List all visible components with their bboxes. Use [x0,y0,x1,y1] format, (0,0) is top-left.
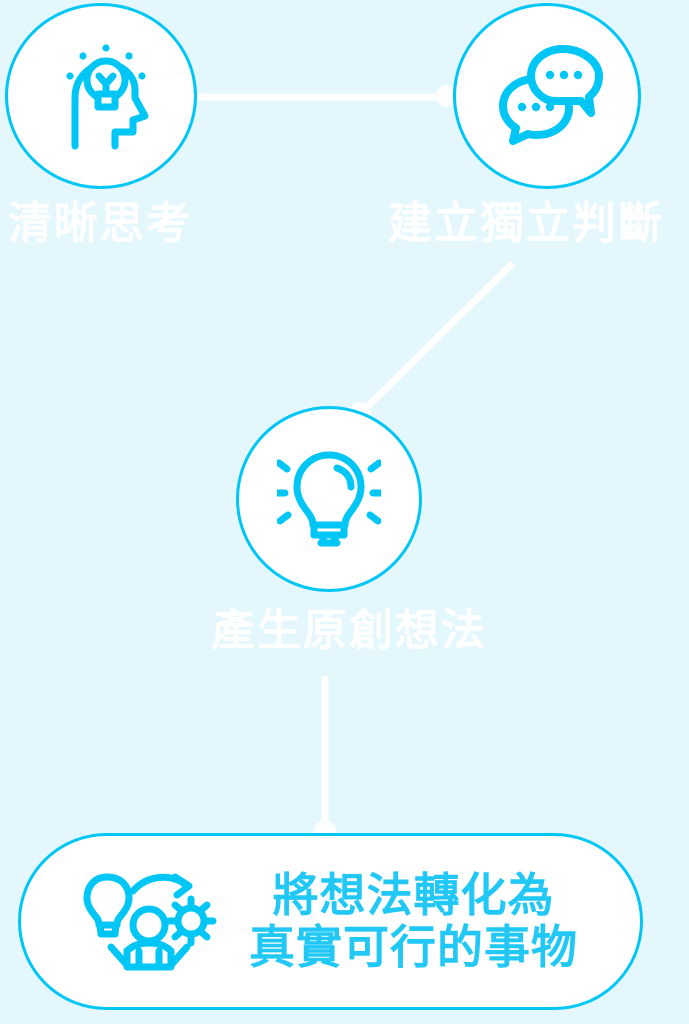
connector-idea-to-outcome [314,676,336,842]
speech-bubbles-icon [499,45,603,145]
node-independent-judgement[interactable] [453,3,641,189]
lightbulb-rays-icon [277,451,381,547]
connector-judge-to-idea [349,260,516,424]
outcome-line-1: 將想法轉化為 [272,867,555,922]
connector-think-to-judge [192,85,458,107]
outcome-line-2: 真實可行的事物 [249,919,578,974]
node-label-make-real: 將想法轉化為 真實可行的事物 [249,867,578,974]
person-bulb-gear-icon [83,873,217,970]
node-clear-thinking[interactable] [5,3,197,189]
node-label-independent-judgement: 建立獨立判斷 [388,198,664,249]
node-make-real[interactable]: 將想法轉化為 真實可行的事物 [18,833,643,1010]
node-original-ideas[interactable] [236,406,422,592]
node-label-clear-thinking: 清晰思考 [8,198,192,249]
head-lightbulb-icon [66,44,149,150]
node-label-original-ideas: 產生原創想法 [211,605,487,656]
